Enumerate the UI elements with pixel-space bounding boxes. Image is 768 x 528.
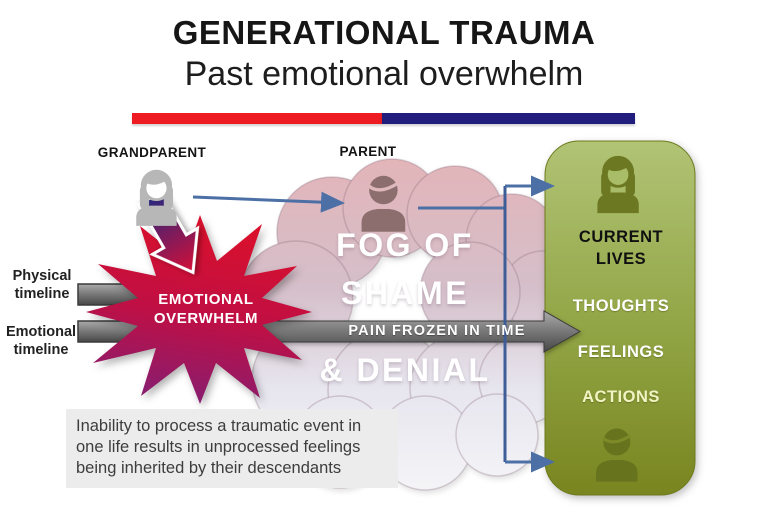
divider-bar-red (132, 113, 382, 124)
grandparent-woman-icon (136, 169, 177, 226)
divider-bar-navy (382, 113, 635, 124)
emotional-overwhelm-label: EMOTIONAL OVERWHELM (153, 291, 259, 327)
pain-frozen-label: PAIN FROZEN IN TIME (348, 323, 526, 339)
parent-label: PARENT (339, 144, 397, 159)
parent-man-icon (361, 175, 406, 232)
current-lives-label: CURRENT LIVES (578, 228, 664, 268)
connector-lines (192, 175, 555, 473)
page-title: GENERATIONAL TRAUMA (172, 14, 596, 51)
grandparent-to-parent-arrow (192, 191, 345, 213)
feelings-label: FEELINGS (577, 343, 665, 361)
thoughts-label: THOUGHTS (572, 297, 670, 315)
emotional-overwhelm-starburst (86, 215, 312, 404)
descendant-woman-icon (597, 155, 639, 214)
denial-label: & DENIAL (319, 352, 491, 388)
fog-of-label: FOG OF (336, 227, 474, 263)
physical-timeline-label: Physical timeline (12, 268, 72, 302)
footnote-text: Inability to process a traumatic event i… (66, 409, 398, 488)
descendant-man-icon (596, 428, 638, 482)
page-subtitle: Past emotional overwhelm (184, 55, 584, 93)
shame-label: SHAME (340, 275, 470, 311)
actions-label: ACTIONS (582, 388, 660, 406)
grandparent-label: GRANDPARENT (97, 145, 207, 160)
emotional-timeline-label: Emotional timeline (5, 324, 77, 358)
